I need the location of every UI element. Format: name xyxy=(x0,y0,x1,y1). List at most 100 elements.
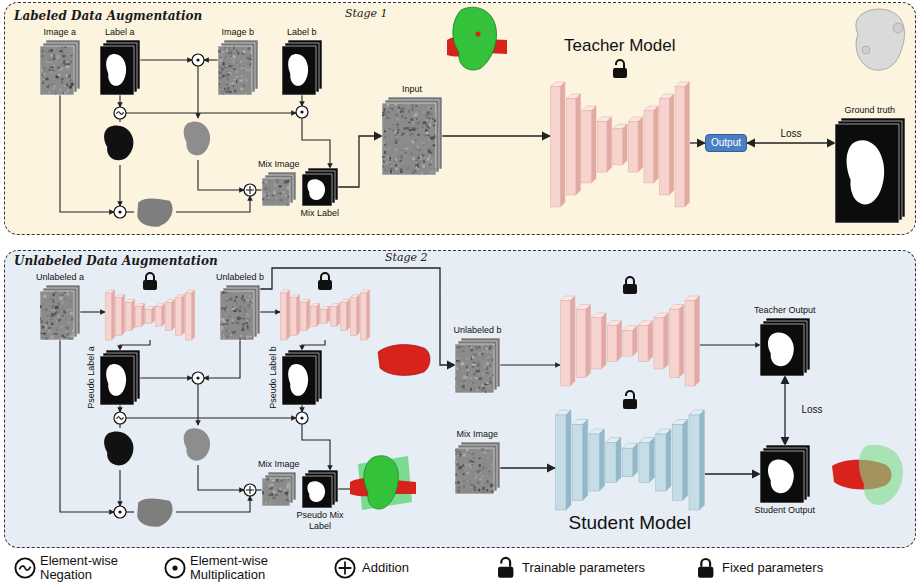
scan-picture xyxy=(457,347,461,348)
network-block xyxy=(607,325,617,361)
scan-picture xyxy=(413,128,415,132)
scan-picture xyxy=(430,137,432,140)
legend-item: Trainable parameters xyxy=(522,561,645,575)
scan-picture xyxy=(486,386,489,388)
scan-picture xyxy=(421,155,422,158)
network-block xyxy=(152,306,155,323)
scan-picture xyxy=(384,108,386,111)
scan-picture xyxy=(239,310,241,312)
scan-picture xyxy=(475,346,477,348)
scan-picture xyxy=(283,489,286,492)
scan-picture xyxy=(240,60,243,62)
scan-picture xyxy=(461,350,464,352)
scan-picture xyxy=(487,357,490,360)
scan-picture xyxy=(222,75,225,79)
wire xyxy=(119,95,120,107)
node-label: Student Output xyxy=(755,505,816,516)
scan-picture xyxy=(390,160,391,161)
scan-picture xyxy=(276,203,278,205)
legend-symbol xyxy=(165,558,184,577)
scan-picture xyxy=(397,129,399,130)
network-picture xyxy=(550,82,690,207)
image-stack: Image b xyxy=(218,40,258,95)
scan-picture xyxy=(471,453,474,455)
scan-picture xyxy=(426,132,429,134)
scan-picture xyxy=(40,291,74,340)
network-picture xyxy=(683,420,688,501)
scan-picture xyxy=(51,323,53,325)
network-block xyxy=(367,290,370,340)
scan-picture xyxy=(279,199,282,201)
scan-picture xyxy=(228,66,231,68)
wire xyxy=(176,196,250,212)
scan-picture xyxy=(435,168,436,170)
scan-picture xyxy=(250,321,252,323)
scan-picture xyxy=(847,140,885,204)
scan-picture xyxy=(401,148,404,151)
scan-picture xyxy=(468,488,471,491)
scan-picture xyxy=(268,480,269,483)
scan-picture xyxy=(248,69,249,71)
scan-picture xyxy=(472,364,475,366)
scan-picture xyxy=(236,80,238,83)
label-stack: Pseudo Label b xyxy=(282,350,322,405)
stage-panel: Labeled Data AugmentationStage 1Image aL… xyxy=(4,2,916,235)
scan-picture xyxy=(481,448,484,450)
scan-picture xyxy=(226,294,228,297)
render-3d xyxy=(378,345,430,376)
scan-picture xyxy=(65,331,68,332)
scan-picture xyxy=(394,134,397,136)
scan-picture xyxy=(233,310,235,312)
network-picture xyxy=(616,438,621,483)
scan-picture xyxy=(401,104,402,105)
scan-picture xyxy=(236,76,239,78)
scan-picture xyxy=(472,461,474,462)
scan-picture xyxy=(63,292,66,293)
scan-picture xyxy=(486,382,489,384)
scan-picture xyxy=(417,157,420,159)
network-block xyxy=(290,298,296,336)
scan-picture xyxy=(244,338,246,340)
scan-picture xyxy=(434,123,435,124)
legend-text: Element-wise Multiplication xyxy=(190,554,290,583)
scan-picture xyxy=(40,317,41,320)
scan-picture xyxy=(482,384,483,387)
scan-picture xyxy=(471,382,474,383)
scan-picture xyxy=(57,67,60,69)
scan-picture xyxy=(481,353,484,355)
network-block xyxy=(115,298,121,336)
scan-picture xyxy=(463,380,465,382)
scan-picture xyxy=(220,327,223,330)
scan-picture xyxy=(463,388,466,390)
wire xyxy=(140,377,192,378)
network-picture xyxy=(576,94,581,195)
scan-picture xyxy=(48,312,50,315)
scan-picture xyxy=(407,103,409,106)
scan-picture xyxy=(53,85,56,87)
node-label: Pseudo Label a xyxy=(85,346,96,409)
scan-picture xyxy=(100,356,134,405)
scan-picture xyxy=(66,309,67,312)
scan-picture xyxy=(221,336,222,339)
scan-picture xyxy=(59,296,62,300)
scan-picture xyxy=(270,487,273,489)
scan-picture xyxy=(231,322,234,324)
scan-picture xyxy=(262,172,296,206)
scan-picture xyxy=(458,466,459,468)
scan-picture xyxy=(382,114,385,116)
scan-picture xyxy=(411,133,414,135)
scan-picture xyxy=(272,194,275,196)
scan-picture xyxy=(410,152,413,156)
image-stack: Input xyxy=(382,97,442,175)
scan-picture xyxy=(262,478,290,506)
scan-picture xyxy=(62,305,63,307)
scan-picture xyxy=(61,70,62,72)
scan-picture xyxy=(239,307,241,308)
scan-picture xyxy=(768,333,794,367)
scan-picture xyxy=(458,380,461,382)
scan-picture xyxy=(398,134,400,137)
scan-picture xyxy=(434,120,436,122)
scan-picture xyxy=(233,68,236,70)
scan-picture xyxy=(403,148,404,150)
